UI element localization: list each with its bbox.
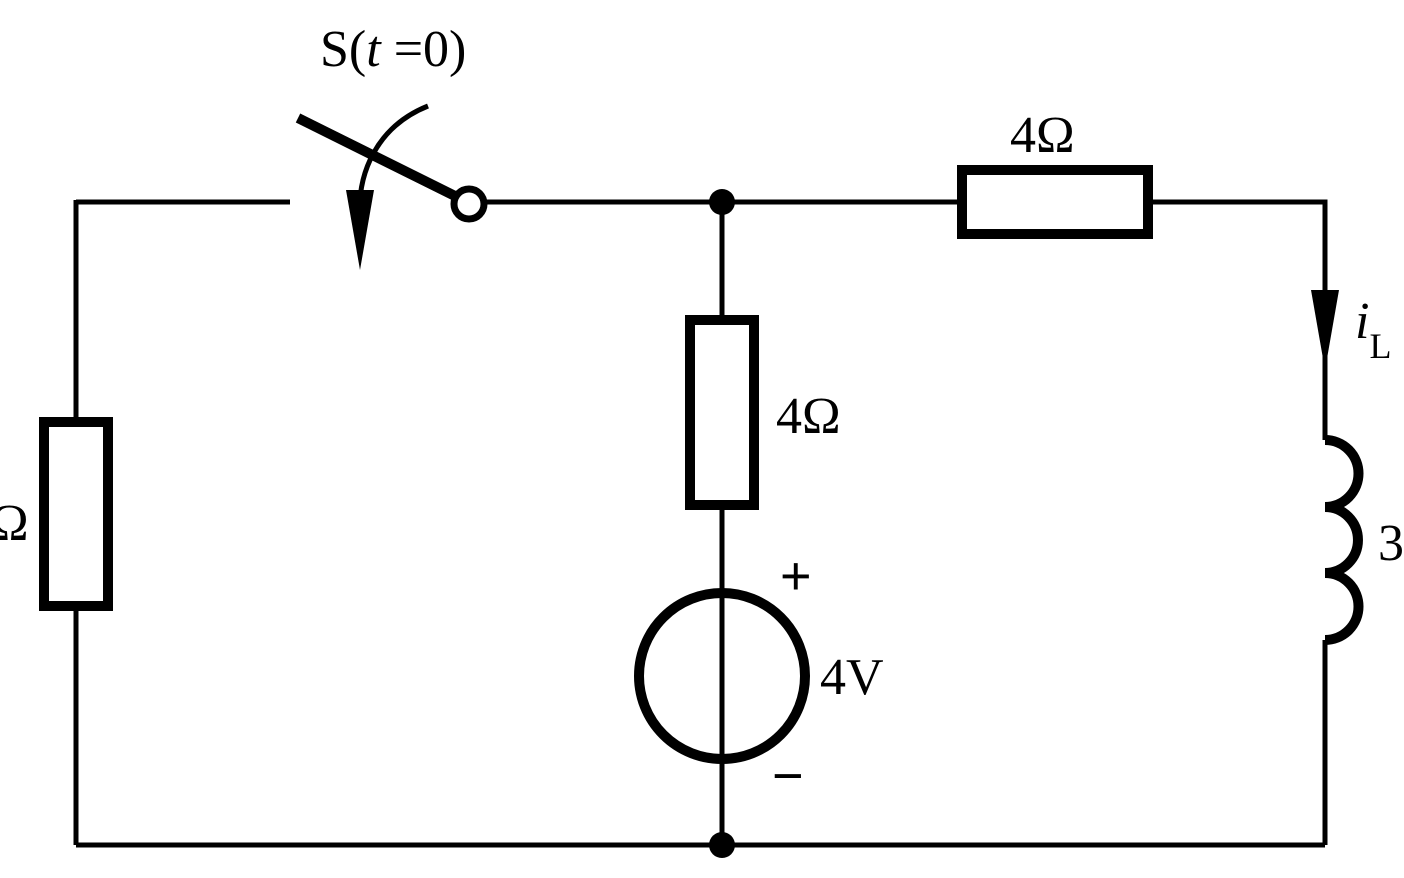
voltage-source-plus: + [780, 546, 812, 606]
voltage-source-minus: − [772, 746, 804, 806]
resistor-left-label: Ω [0, 495, 29, 552]
resistor-middle-label: 4Ω [776, 388, 841, 445]
wire-top-right [1150, 199, 1328, 440]
current-label: iL [1355, 293, 1391, 366]
switch-label: S(t =0) [320, 21, 466, 78]
resistor-middle [685, 315, 759, 510]
resistor-top-label: 4Ω [1010, 107, 1075, 164]
current-arrowhead [1311, 290, 1339, 370]
switch-arrowhead [346, 190, 374, 270]
junction-bottom [709, 832, 735, 858]
switch-pivot-contact [450, 185, 488, 223]
voltage-source-label: 4V [820, 649, 884, 706]
resistor-top [957, 165, 1153, 239]
switch [295, 103, 488, 270]
junction-top [709, 189, 735, 215]
switch-blade [295, 113, 458, 201]
inductor-label: 3 [1378, 515, 1404, 572]
wires [73, 199, 1328, 848]
resistor-left [39, 417, 113, 611]
inductor [1324, 435, 1364, 645]
voltage-source [634, 588, 810, 764]
